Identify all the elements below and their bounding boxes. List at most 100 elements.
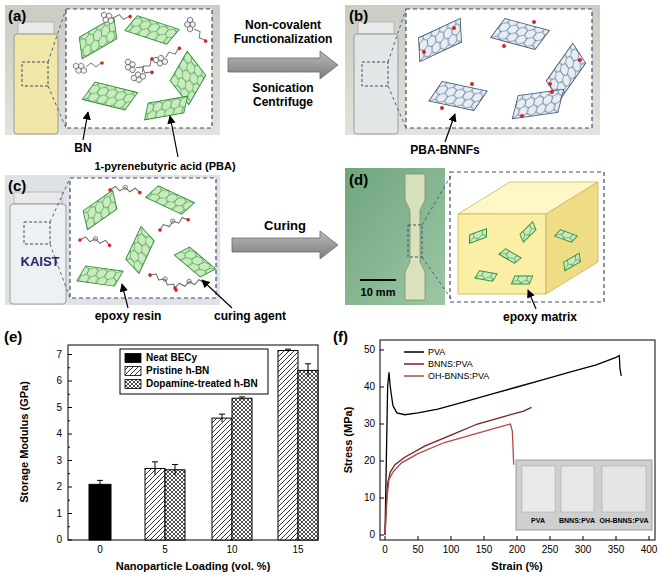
bar <box>298 370 318 540</box>
epoxy-molecule <box>172 276 206 290</box>
bn-sheet <box>83 190 117 230</box>
pba-molecule <box>129 56 160 85</box>
tick <box>616 536 617 540</box>
ring-atom <box>170 218 176 224</box>
tick-label: 1 <box>56 508 62 520</box>
process-label: Non-covalent Functionalization <box>223 19 343 47</box>
tick <box>380 498 384 499</box>
error-cap <box>285 349 291 350</box>
tick <box>68 513 72 514</box>
error-bar <box>308 364 309 377</box>
acid-group <box>203 39 208 44</box>
pba-group <box>520 114 524 118</box>
plot-frame <box>380 340 655 540</box>
bar <box>145 468 165 540</box>
bn-sheet <box>511 276 532 284</box>
bn-sheet <box>475 271 497 281</box>
legend-text: BNNS:PVA <box>428 359 473 369</box>
legend-swatch <box>125 354 141 363</box>
tick-label: 6 <box>56 375 62 387</box>
panel-label: (c) <box>8 177 26 194</box>
butyric-tail <box>114 14 129 21</box>
error-cap <box>305 363 311 364</box>
tick <box>484 536 485 540</box>
bn-sheet <box>77 266 123 286</box>
acid-group <box>177 46 182 51</box>
tick-label: 40 <box>364 381 375 393</box>
tick-label: 30 <box>364 418 375 430</box>
molecule-chain <box>80 236 110 245</box>
molecule-chain <box>159 216 189 230</box>
minor-tick <box>68 367 70 368</box>
axis-title: Strain (%) <box>491 560 542 573</box>
axis-title: Storage Modulus (GPa) <box>18 381 31 503</box>
error-cap <box>239 396 245 397</box>
pba-group <box>440 106 444 110</box>
tick-label: 0 <box>56 534 62 546</box>
tick-label: 0 <box>97 544 103 556</box>
process-label: Sonication Centrifuge <box>233 82 333 110</box>
tick-label: 20 <box>364 455 375 467</box>
tensile-specimen <box>405 174 425 300</box>
part-label: BN <box>74 142 91 156</box>
vial <box>10 204 66 304</box>
tick <box>649 536 650 540</box>
tick <box>68 434 72 435</box>
oxygen-atom <box>158 228 163 233</box>
bn-sheet <box>564 253 581 271</box>
pba-group <box>578 58 582 62</box>
part-label: epoxy resin <box>95 310 162 324</box>
pba-group <box>422 50 426 54</box>
legend-text: Neat BECy <box>146 352 197 364</box>
error-bar <box>155 462 156 475</box>
zoom-region <box>24 222 50 244</box>
butyric-tail <box>140 60 154 73</box>
tick <box>68 407 72 408</box>
tick-label: 300 <box>575 544 592 556</box>
pba-molecule <box>100 10 132 27</box>
stress-strain-curve <box>385 407 532 535</box>
oxygen-atom <box>78 238 82 242</box>
legend-swatch <box>125 367 141 376</box>
part-label: epoxy matrix <box>503 311 577 325</box>
ring-atom <box>93 236 98 241</box>
tick-label: 150 <box>476 544 493 556</box>
molecule-chain <box>174 279 204 288</box>
bn-sheet <box>546 43 585 101</box>
minor-tick <box>68 500 70 501</box>
bn-sheet <box>170 51 206 104</box>
tick-label: 3 <box>56 455 62 467</box>
error-bar <box>175 464 176 475</box>
pba-group <box>550 90 554 94</box>
pba-group <box>532 20 536 24</box>
bar <box>165 470 185 540</box>
minor-tick <box>68 394 70 395</box>
tick-label: 400 <box>641 544 658 556</box>
tick-label: 50 <box>412 544 423 556</box>
inset-frame <box>406 9 592 128</box>
tick <box>380 350 384 351</box>
bn-sheet <box>145 96 188 120</box>
vial <box>354 34 398 134</box>
epoxy-molecule <box>148 269 181 293</box>
axis-title: Stress (MPa) <box>342 407 355 474</box>
photo <box>345 168 445 305</box>
vial <box>14 34 58 134</box>
pba-molecule <box>182 15 208 47</box>
tick-label: 4 <box>56 428 62 440</box>
process-label: Curing <box>264 219 306 234</box>
bn-sheet <box>469 229 486 244</box>
sample-label: BNNS:PVA <box>559 517 595 525</box>
tick <box>418 536 419 540</box>
tick-label: 0 <box>369 529 375 541</box>
minor-tick <box>68 473 70 474</box>
error-bar <box>222 414 223 422</box>
legend-text: Pristine h-BN <box>146 365 209 377</box>
process-arrow <box>232 231 338 259</box>
pba-group <box>470 82 474 86</box>
tick <box>550 536 551 540</box>
bn-sheet <box>499 249 521 263</box>
zoom-line <box>388 86 406 128</box>
leader-arrow <box>122 284 128 308</box>
